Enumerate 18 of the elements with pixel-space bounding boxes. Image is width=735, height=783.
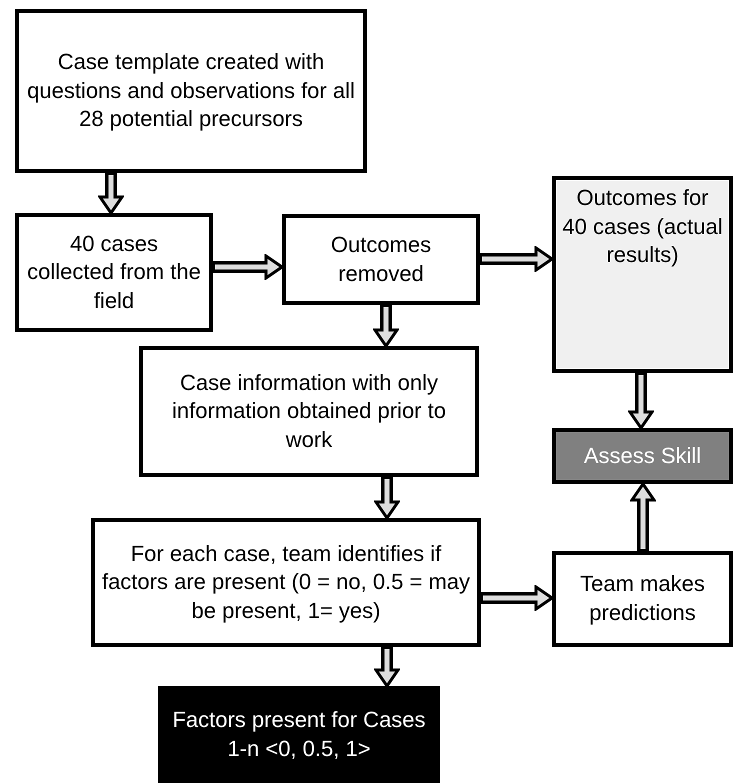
output-box [158,686,440,783]
process-box [91,518,481,647]
box-text: Outcomes removed [330,230,432,288]
result-box [552,176,733,373]
box-text: Team makes predictions [579,570,706,627]
box-text: 40 cases collected from the field [26,230,202,315]
process-box [15,9,367,173]
box-text: Case template created with questions and observations for all 28 potential precursors [26,48,356,134]
box-text: Factors present for Cases 1-n <0, 0.5, 1> [171,706,427,762]
process-box [552,551,733,647]
process-box [15,213,213,332]
box-text: Case information with only information obtained prior to work [171,368,447,454]
box-text: Assess Skill [584,442,702,470]
box-text: For each case, team identifies if factors are present (0 = no, 0.5 = may be present, 1= yes) [101,540,471,625]
process-box [282,214,480,305]
assessment-box [552,428,733,484]
box-text: Outcomes for 40 cases (actual results) [562,184,723,270]
process-box [139,346,479,477]
